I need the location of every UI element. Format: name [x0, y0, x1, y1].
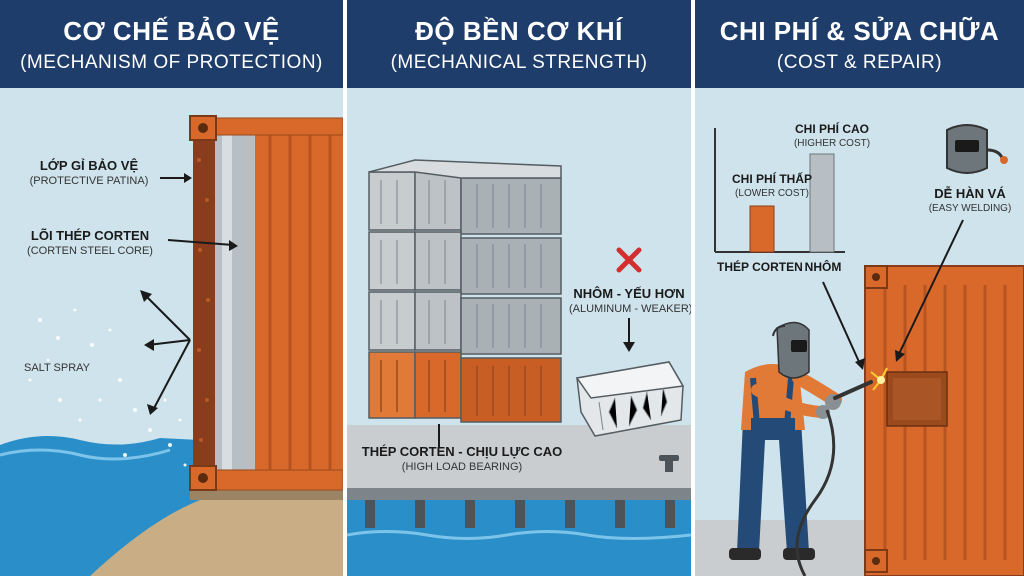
protection-illustration — [0, 115, 343, 576]
panel-header: ĐỘ BỀN CƠ KHÍ (MECHANICAL STRENGTH) — [347, 0, 691, 88]
panel-title: CƠ CHẾ BẢO VỆ — [63, 16, 280, 46]
label-sub: SALT SPRAY — [23, 362, 91, 374]
label-main: THÉP CORTEN — [717, 260, 803, 274]
label-high-cost: CHI PHÍ CAO (HIGHER COST) — [777, 122, 887, 149]
cost-repair-illustration — [695, 124, 1024, 576]
label-sub: (HIGH LOAD BEARING) — [401, 461, 523, 473]
label-bar-corten: THÉP CORTEN — [717, 260, 803, 274]
panel-subtitle: (COST & REPAIR) — [776, 52, 943, 73]
label-welding: DỄ HÀN VÁ (EASY WELDING) — [917, 186, 1023, 214]
label-bar-aluminum: NHÔM — [803, 260, 843, 274]
label-aluminum: NHÔM - YẾU HƠN (ALUMINUM - WEAKER) — [569, 286, 691, 315]
bar-aluminum — [809, 153, 835, 253]
label-salt-spray: SALT SPRAY — [22, 360, 92, 374]
welding-mask-icon — [946, 124, 1008, 174]
panel-strength: ĐỘ BỀN CƠ KHÍ (MECHANICAL STRENGTH) NHÔM… — [347, 0, 691, 576]
label-main: NHÔM - YẾU HƠN — [573, 286, 685, 301]
label-main: LỚP GỈ BẢO VỆ — [39, 158, 139, 173]
panel-cost-repair: CHI PHÍ & SỬA CHỮA (COST & REPAIR) CHI P… — [695, 0, 1024, 576]
label-sub: (ALUMINUM - WEAKER) — [569, 303, 691, 315]
label-sub: (HIGHER COST) — [793, 138, 871, 149]
label-main: THÉP CORTEN - CHỊU LỰC CAO — [361, 444, 563, 459]
label-sub: (EASY WELDING) — [928, 203, 1012, 214]
label-corten: THÉP CORTEN - CHỊU LỰC CAO (HIGH LOAD BE… — [357, 444, 567, 473]
label-sub: (LOWER COST) — [735, 188, 809, 199]
panel-title: ĐỘ BỀN CƠ KHÍ — [415, 16, 623, 46]
label-main: DỄ HÀN VÁ — [934, 186, 1006, 201]
label-main: CHI PHÍ CAO — [794, 122, 869, 136]
label-main: LÕI THÉP CORTEN — [30, 228, 150, 243]
bar-corten — [749, 205, 775, 253]
strength-illustration — [347, 159, 691, 576]
label-main: CHI PHÍ THẤP — [731, 172, 812, 186]
label-core: LÕI THÉP CORTEN (CORTEN STEEL CORE) — [10, 228, 170, 257]
label-patina: LỚP GỈ BẢO VỆ (PROTECTIVE PATINA) — [14, 158, 164, 187]
panel-header: CƠ CHẾ BẢO VỆ (MECHANISM OF PROTECTION) — [0, 0, 343, 88]
label-low-cost: CHI PHÍ THẤP (LOWER COST) — [717, 172, 827, 199]
welder-figure — [729, 321, 873, 576]
panel-protection: CƠ CHẾ BẢO VỆ (MECHANISM OF PROTECTION) … — [0, 0, 343, 576]
label-sub: (CORTEN STEEL CORE) — [27, 245, 153, 257]
panel-divider — [343, 0, 347, 576]
panel-divider — [691, 0, 695, 576]
label-main: NHÔM — [804, 260, 842, 274]
panel-subtitle: (MECHANISM OF PROTECTION) — [20, 52, 323, 73]
label-sub: (PROTECTIVE PATINA) — [29, 175, 149, 187]
panel-subtitle: (MECHANICAL STRENGTH) — [390, 52, 648, 73]
panel-title: CHI PHÍ & SỬA CHỮA — [719, 16, 1000, 46]
panel-header: CHI PHÍ & SỬA CHỮA (COST & REPAIR) — [695, 0, 1024, 88]
